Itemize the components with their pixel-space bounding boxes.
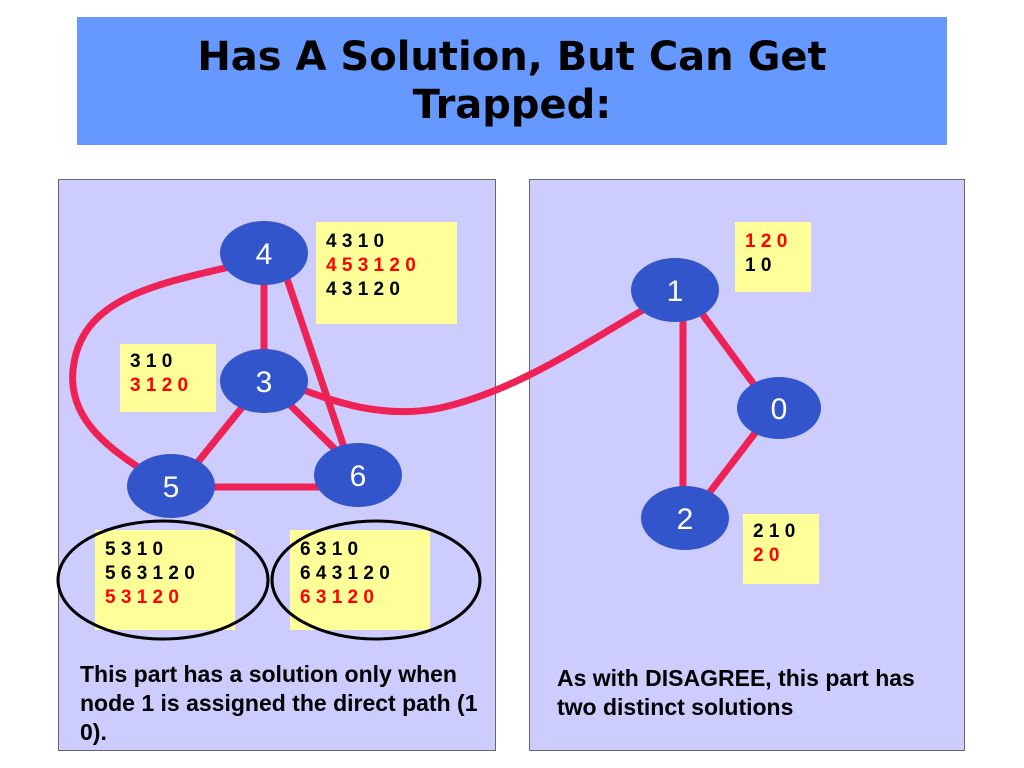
node-1: 1 xyxy=(631,258,719,322)
node-0-label: 0 xyxy=(771,393,788,426)
edge-1-0 xyxy=(688,296,762,394)
node-5: 5 xyxy=(127,454,215,518)
path-3-line-1: 3 1 0 xyxy=(130,351,173,372)
edge-4-5 xyxy=(69,261,242,482)
path-box-node-2: 2 1 0 2 0 xyxy=(743,514,819,584)
node-5-label: 5 xyxy=(163,471,180,504)
path-box-node-3: 3 1 0 3 1 2 0 xyxy=(120,344,216,412)
path-3-line-2: 3 1 2 0 xyxy=(130,375,189,396)
left-caption: This part has a solution only when node … xyxy=(80,661,478,745)
path-1-line-1: 1 2 0 xyxy=(745,231,788,252)
node-3-label: 3 xyxy=(256,366,273,399)
title-banner: Has A Solution, But Can Get Trapped: xyxy=(77,17,947,145)
node-3: 3 xyxy=(220,349,308,413)
path-box-node-6: 6 3 1 0 6 4 3 1 2 0 6 3 1 2 0 xyxy=(290,530,430,630)
path-5-line-1: 5 3 1 0 xyxy=(105,539,164,560)
path-4-line-3: 4 3 1 2 0 xyxy=(326,279,400,300)
path-1-line-2: 1 0 xyxy=(745,255,772,276)
node-1-label: 1 xyxy=(667,275,684,308)
path-2-line-1: 2 1 0 xyxy=(753,521,796,542)
node-2: 2 xyxy=(641,486,729,550)
path-6-line-3: 6 3 1 2 0 xyxy=(300,587,374,608)
node-2-label: 2 xyxy=(677,503,694,536)
node-6: 6 xyxy=(314,443,402,507)
path-4-line-1: 4 3 1 0 xyxy=(326,231,385,252)
edge-0-2 xyxy=(696,416,769,509)
path-5-line-3: 5 3 1 2 0 xyxy=(105,587,179,608)
path-box-node-1: 1 2 0 1 0 xyxy=(735,222,811,292)
path-2-line-2: 2 0 xyxy=(753,545,780,566)
node-4-label: 4 xyxy=(256,238,273,271)
node-6-label: 6 xyxy=(350,460,367,493)
edge-4-6 xyxy=(276,254,354,469)
path-box-node-5: 5 3 1 0 5 6 3 1 2 0 5 3 1 2 0 xyxy=(95,530,235,630)
path-4-line-2: 4 5 3 1 2 0 xyxy=(326,255,416,276)
path-6-line-1: 6 3 1 0 xyxy=(300,539,359,560)
path-5-line-2: 5 6 3 1 2 0 xyxy=(105,563,195,584)
path-6-line-2: 6 4 3 1 2 0 xyxy=(300,563,390,584)
node-0: 0 xyxy=(737,377,821,439)
node-4: 4 xyxy=(220,221,308,285)
path-box-node-4: 4 3 1 0 4 5 3 1 2 0 4 3 1 2 0 xyxy=(316,222,457,324)
edge-3-1 xyxy=(286,296,664,416)
right-caption: As with DISAGREE, this part has two dist… xyxy=(557,665,915,720)
slide-title: Has A Solution, But Can Get Trapped: xyxy=(197,34,827,128)
